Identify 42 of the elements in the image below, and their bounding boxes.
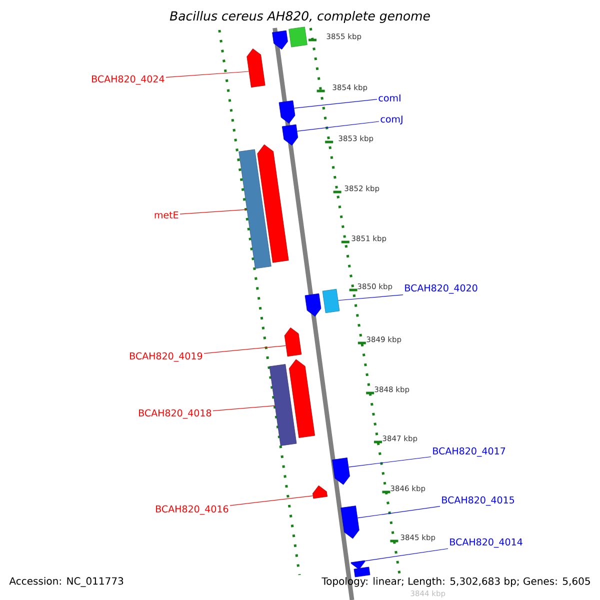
gene-block — [282, 124, 298, 146]
gene-bar — [322, 288, 340, 314]
gene-block — [257, 144, 289, 263]
gene-bar — [354, 566, 370, 578]
gene-block — [289, 359, 315, 438]
gene-label: BCAH820_4020 — [405, 284, 478, 294]
leader-line — [338, 294, 404, 301]
gene-label: BCAH820_4016 — [156, 505, 228, 515]
leader-line — [212, 405, 276, 412]
leader-line — [166, 71, 250, 78]
gene-label: comJ — [380, 116, 402, 124]
gene-block — [278, 100, 296, 124]
title: Bacillus cereus AH820, complete genome — [170, 10, 430, 24]
gene-label: comI — [378, 94, 400, 102]
gene-block — [284, 327, 302, 357]
gene-block — [304, 293, 322, 317]
leader-line — [204, 345, 286, 354]
leader-line — [296, 121, 380, 132]
footer-text: Topology: linear; Length: 5,302,683 bp; Genes: 5,605 — [322, 577, 590, 587]
gene-label: BCAH820_4024 — [92, 75, 164, 85]
leader-line — [180, 209, 248, 214]
gene-label: BCAH820_4019 — [130, 352, 202, 362]
gene-label: BCAH820_4017 — [433, 447, 506, 457]
leader-line — [357, 506, 440, 518]
gene-label: metE — [154, 211, 178, 219]
gene-block — [312, 485, 328, 499]
gene-block — [332, 458, 350, 485]
gene-bar — [288, 26, 308, 48]
leader-line — [364, 548, 448, 562]
leader-line — [230, 496, 314, 506]
gene-block — [246, 48, 266, 88]
gene-block — [340, 506, 360, 539]
footer-text: Accession: NC_011773 — [9, 577, 124, 587]
gene-block — [272, 30, 288, 50]
gene-label: BCAH820_4018 — [139, 409, 212, 419]
leader-line — [348, 456, 432, 468]
gene-bar — [269, 364, 297, 446]
gene-bar — [238, 149, 272, 269]
gene-label: BCAH820_4014 — [450, 538, 522, 548]
gene-block — [350, 560, 366, 570]
leader-line — [294, 99, 378, 109]
gene-label: BCAH820_4015 — [442, 496, 514, 506]
